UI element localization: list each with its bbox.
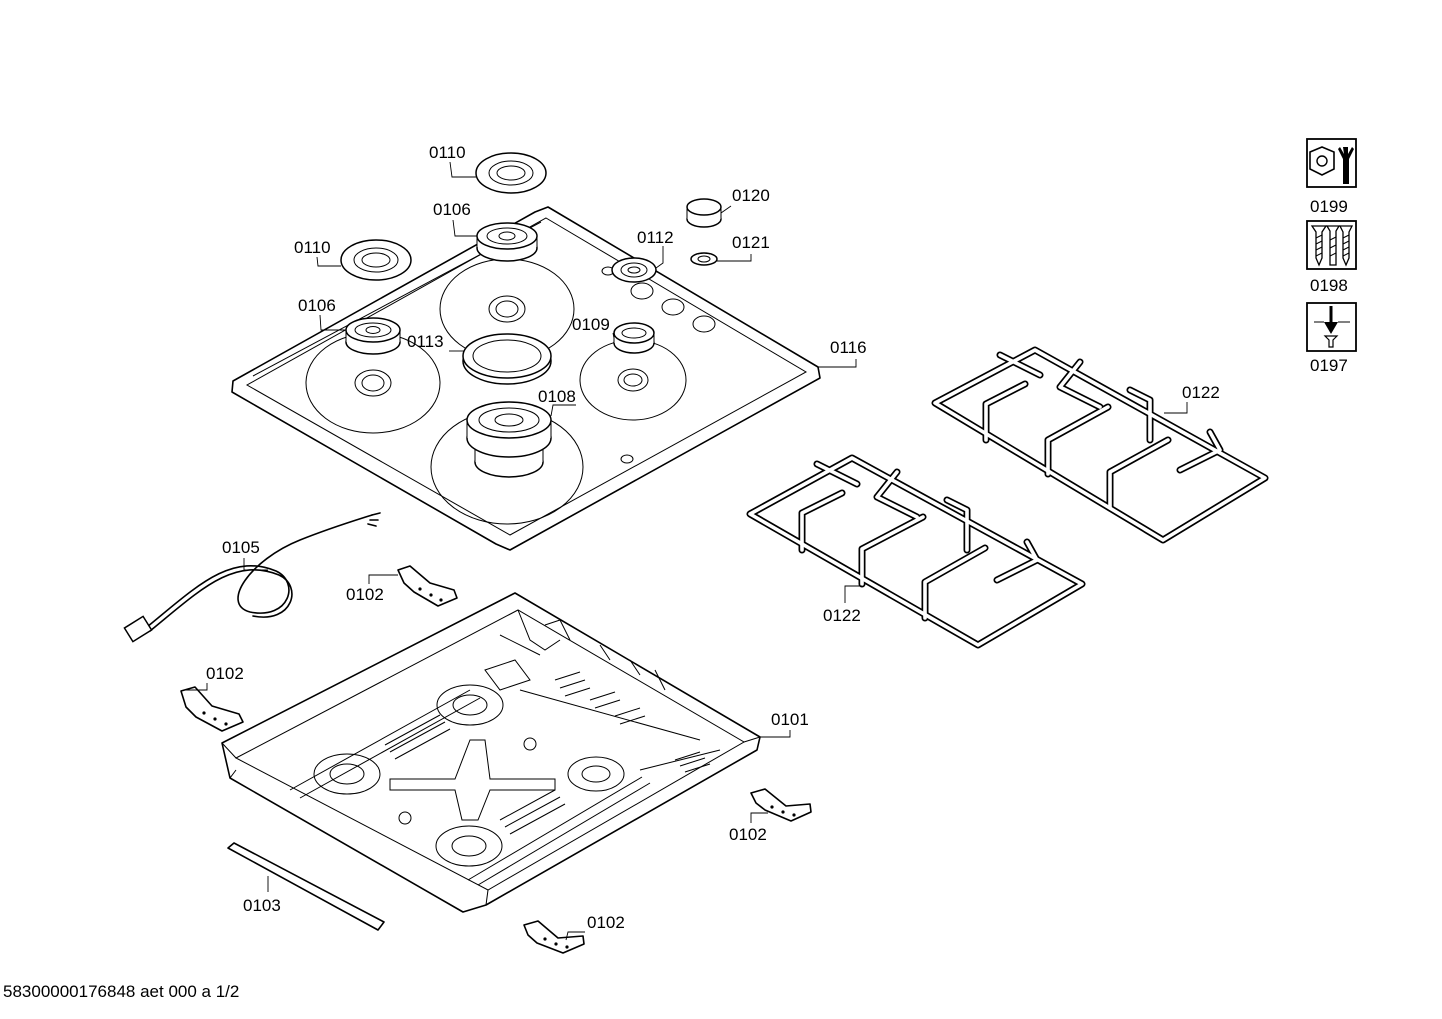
label-0110-top: 0110 bbox=[429, 143, 466, 162]
bottom-tray-0101 bbox=[221, 592, 761, 913]
label-0102-top: 0102 bbox=[346, 585, 384, 604]
trim-ring-0110-left bbox=[340, 239, 412, 281]
mounting-clip-0102-right bbox=[750, 788, 812, 822]
label-0122-left: 0122 bbox=[823, 606, 861, 625]
control-knob-0120 bbox=[686, 198, 722, 228]
label-0101: 0101 bbox=[771, 710, 809, 729]
knob-seal-0112 bbox=[611, 257, 657, 283]
label-0102-left: 0102 bbox=[206, 664, 244, 683]
burner-head-0108 bbox=[466, 401, 552, 478]
mounting-clip-0102-top bbox=[397, 565, 458, 607]
label-0121: 0121 bbox=[732, 233, 770, 252]
burner-head-0109 bbox=[613, 322, 655, 354]
seal-strip-0103 bbox=[227, 842, 385, 931]
pan-support-0122-right bbox=[931, 346, 1269, 544]
label-0108: 0108 bbox=[538, 387, 576, 406]
label-0106-left: 0106 bbox=[298, 296, 336, 315]
label-0103: 0103 bbox=[243, 896, 281, 915]
screw-insert-icon bbox=[1306, 302, 1357, 352]
cooktop-top-plate bbox=[231, 206, 821, 551]
label-0113: 0113 bbox=[407, 332, 444, 351]
document-footer: 58300000176848 aet 000 a 1/2 bbox=[3, 982, 240, 1001]
label-0199: 0199 bbox=[1310, 197, 1348, 216]
label-0105: 0105 bbox=[222, 538, 260, 557]
leader-lines bbox=[185, 161, 1188, 941]
label-0122-right: 0122 bbox=[1182, 383, 1220, 402]
pan-support-0122-left bbox=[746, 454, 1086, 649]
label-0120: 0120 bbox=[732, 186, 770, 205]
label-0102-bottom: 0102 bbox=[587, 913, 625, 932]
mounting-clip-0102-bottom bbox=[523, 920, 585, 954]
burner-head-0106-top bbox=[476, 222, 538, 262]
mounting-clip-0102-left bbox=[180, 686, 244, 732]
trim-ring-0110-top bbox=[475, 152, 547, 194]
label-0110-left: 0110 bbox=[294, 238, 331, 257]
tool-nut-wrench-icon bbox=[1306, 138, 1357, 188]
label-0112: 0112 bbox=[637, 228, 674, 247]
label-0198: 0198 bbox=[1310, 276, 1348, 295]
label-0102-right: 0102 bbox=[729, 825, 767, 844]
burner-head-0106-left bbox=[345, 317, 401, 355]
knob-clip-0121 bbox=[690, 252, 718, 266]
label-0106-top: 0106 bbox=[433, 200, 471, 219]
screws-icon bbox=[1306, 220, 1357, 270]
label-0109: 0109 bbox=[572, 315, 610, 334]
power-cable-0105 bbox=[123, 512, 381, 643]
burner-cap-0113 bbox=[462, 333, 552, 385]
label-0197: 0197 bbox=[1310, 356, 1348, 375]
label-0116: 0116 bbox=[830, 338, 867, 357]
